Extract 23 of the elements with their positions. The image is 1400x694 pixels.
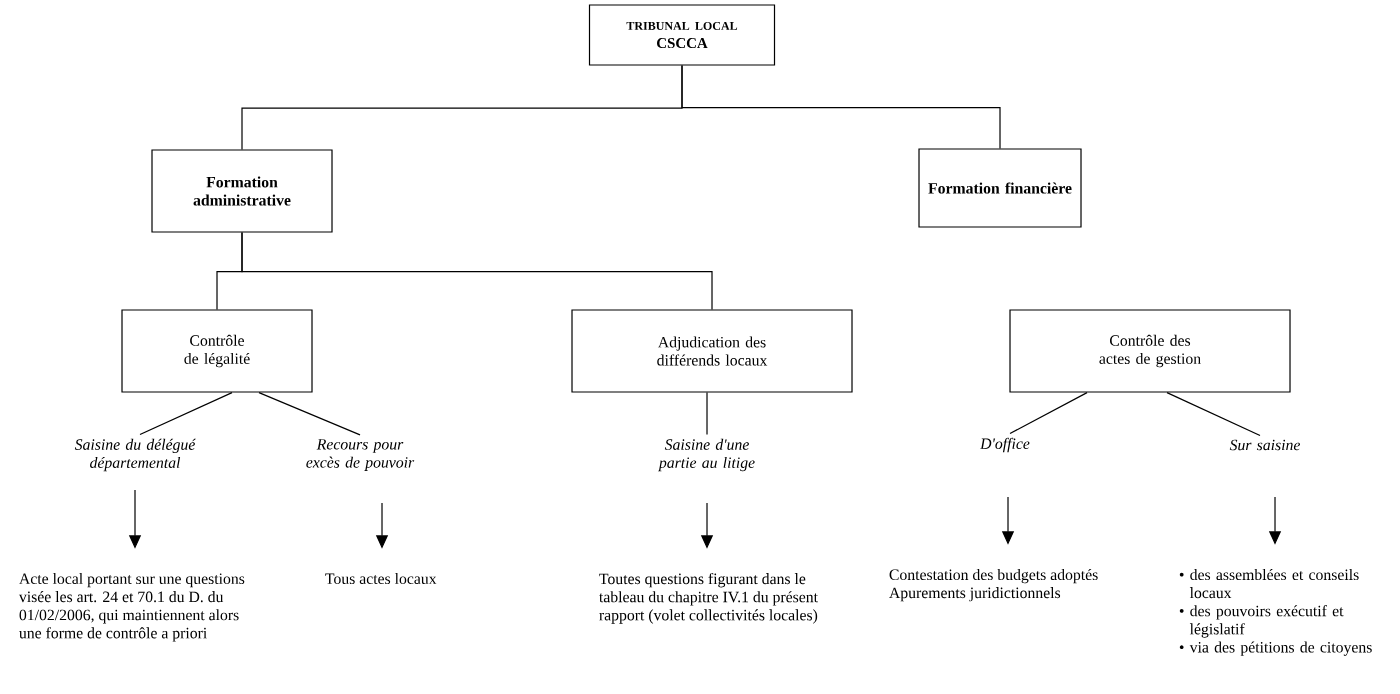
org-box: Formation administrative <box>151 149 333 233</box>
connector-line <box>258 392 361 436</box>
connector-line <box>681 65 1001 149</box>
bullet-list: • des assemblées et conseils locaux • des pouvoirs exécutif et législatif • via des pétitions de citoyens <box>1179 568 1372 656</box>
connector-line <box>139 392 233 436</box>
connector-line <box>1166 392 1261 437</box>
org-box: Contrôle de légalité <box>121 309 313 393</box>
procedure-label: Saisine du délégué départemental <box>74 438 196 472</box>
description-text: Toutes questions figurant dans le tableau du chapitre IV.1 du présent rapport (volet collectivités locales) <box>599 572 818 624</box>
org-box: Contrôle des actes de gestion <box>1009 309 1291 393</box>
procedure-label: Saisine d'une partie au litige <box>658 438 755 472</box>
description-text: Acte local portant sur une questions visée les art. 24 et 70.1 du D. du 01/02/2006, qui maintiennent alors une forme de contrôle a priori <box>18 572 245 642</box>
procedure-label: Sur saisine <box>1229 439 1301 451</box>
procedure-label: Recours pour excès de pouvoir <box>306 439 415 471</box>
org-box: Adjudication des différends locaux <box>571 309 853 393</box>
connector-line <box>241 232 713 310</box>
org-box: TRIBUNAL LOCAL CSCCA <box>588 4 776 66</box>
description-text: Tous actes locaux <box>325 572 437 584</box>
connector-line <box>1009 392 1088 435</box>
description-text: Contestation des budgets adoptés Apurements juridictionnels <box>889 568 1098 602</box>
org-box: Formation financière <box>918 148 1082 228</box>
procedure-label: D'office <box>980 437 1030 453</box>
connector-line <box>706 392 708 436</box>
